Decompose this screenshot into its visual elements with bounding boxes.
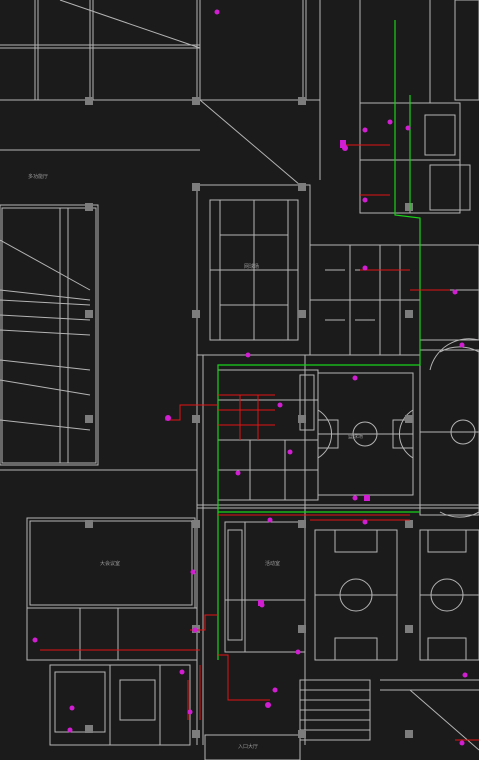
label-large-room: 大会议室 bbox=[100, 560, 120, 567]
label-tennis-court: 网球场 bbox=[244, 263, 259, 270]
label-mid-room: 活动室 bbox=[265, 560, 280, 567]
label-upper-left-hall: 多功能厅 bbox=[28, 173, 48, 180]
column-marker-layer bbox=[85, 97, 413, 738]
label-bottom-entrance: 入口大厅 bbox=[238, 743, 258, 750]
device-symbol-layer bbox=[32, 9, 468, 746]
branch-pipe bbox=[40, 144, 479, 741]
label-basketball-court: 篮球场 bbox=[348, 433, 363, 440]
room-label-layer: 多功能厅 网球场 篮球场 大会议室 活动室 入口大厅 bbox=[28, 173, 363, 750]
main-pipe bbox=[217, 20, 421, 660]
